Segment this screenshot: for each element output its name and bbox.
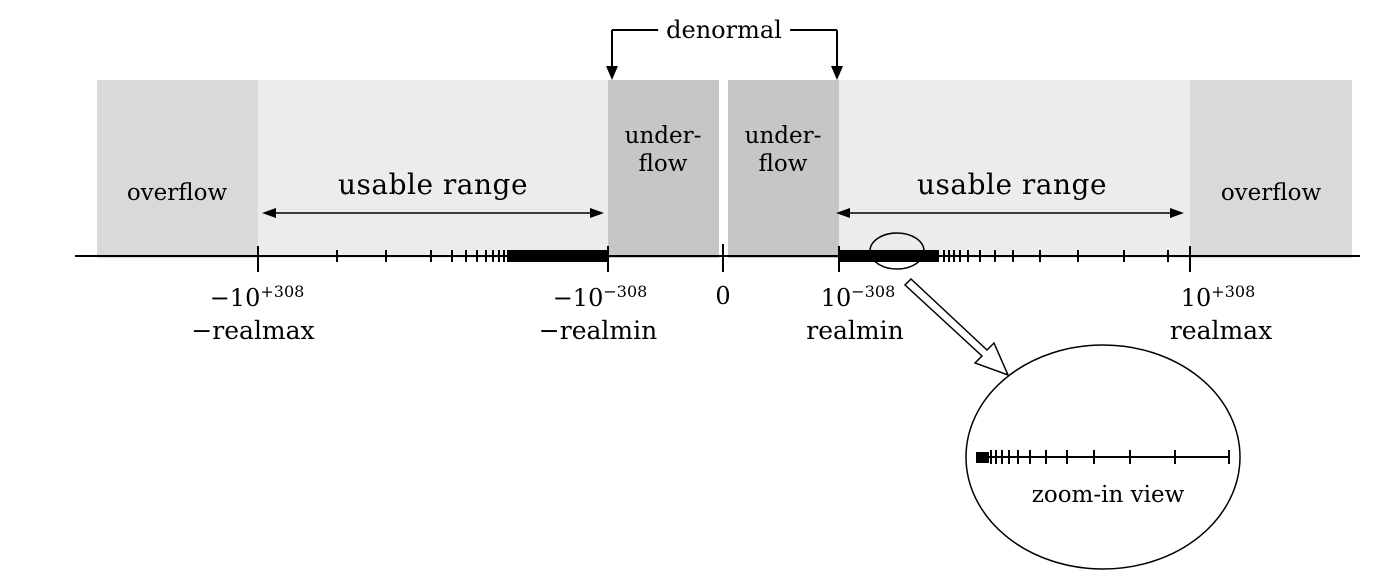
realmax-base: 10 [1180,284,1212,312]
usable-range-arrow-left [262,208,604,218]
usable-range-right-label: usable range [916,168,1108,201]
dense-float-band-left [507,250,607,262]
realmin-exp: −308 [851,282,896,301]
minor-ticks-left [336,250,505,262]
zero-label: 0 [715,282,731,310]
underflow-left-region [608,80,719,258]
usable-range-arrow-right [836,208,1184,218]
zoom-source-circle [869,232,925,270]
realmin-name: realmin [806,316,904,345]
underflow-right-region [728,80,839,258]
zoom-in-view-label: zoom-in view [1031,482,1185,508]
overflow-right-region [1190,80,1352,258]
realmax-value: 10+308 [1181,282,1256,312]
underflow-left-line1: under- [624,123,702,149]
underflow-left-line2: flow [638,151,688,177]
neg-realmax-exp: +308 [260,282,305,301]
overflow-right-label: overflow [1220,180,1322,206]
denormal-arrowhead-left [606,66,618,80]
neg-realmin-name: −realmin [538,316,658,345]
realmin-base: 10 [820,284,852,312]
denormal-arrowhead-right [831,66,843,80]
zoom-dense-band [976,452,989,463]
neg-realmax-value: −10+308 [210,282,305,312]
underflow-right-line2: flow [758,151,808,177]
underflow-right-line1: under- [744,123,822,149]
overflow-left-label: overflow [126,180,228,206]
neg-realmin-value: −10−308 [553,282,648,312]
realmax-name: realmax [1169,316,1273,345]
usable-left-region [258,80,608,258]
dense-float-band-right [840,250,939,262]
major-ticks [257,244,1191,272]
realmin-value: 10−308 [821,282,896,312]
zoom-pointer-arrow [903,277,1010,377]
neg-realmax-name: −realmax [191,316,315,345]
usable-right-region [839,80,1190,258]
denormal-label: denormal [658,16,790,44]
neg-realmin-base: −10 [552,284,604,312]
underflow-left-label: under- flow [625,122,702,178]
neg-realmax-base: −10 [209,284,261,312]
minor-ticks-right [943,250,1169,262]
zoom-ticks [990,450,1230,464]
underflow-right-label: under- flow [745,122,822,178]
usable-range-left-label: usable range [337,168,529,201]
realmax-exp: +308 [1211,282,1256,301]
neg-realmin-exp: −308 [603,282,648,301]
overflow-left-region [97,80,258,258]
